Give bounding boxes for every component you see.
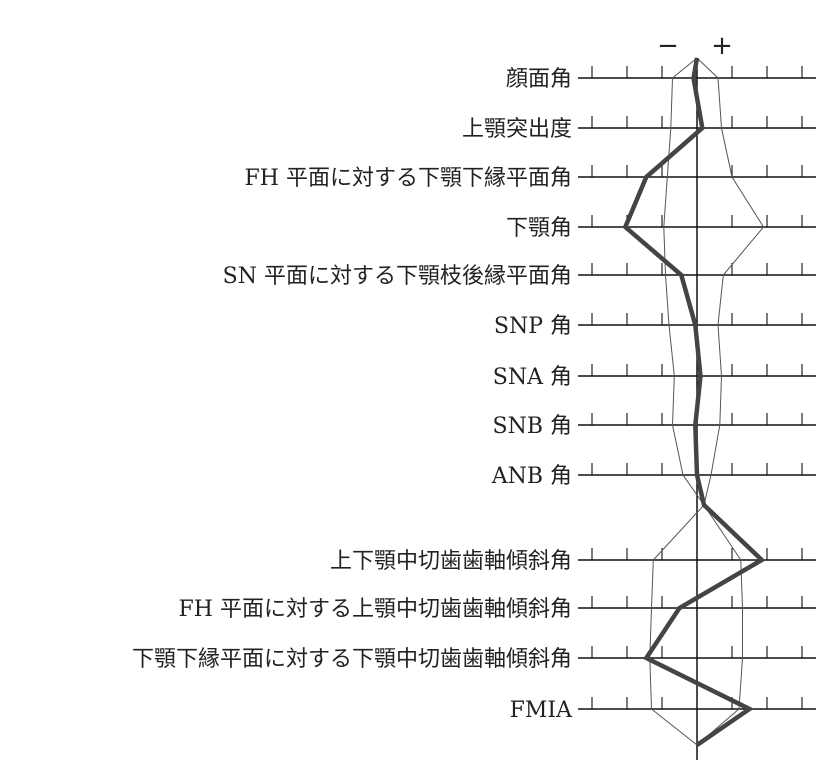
category-label: 上下顎中切歯歯軸傾斜角 <box>330 549 572 574</box>
category-label: SNP 角 <box>494 314 572 339</box>
category-label: SNA 角 <box>493 365 572 390</box>
category-label: 顔面角 <box>506 67 572 92</box>
upper-range-line <box>696 57 765 746</box>
category-label: SNB 角 <box>493 414 572 439</box>
plus-sign-label: + <box>711 31 733 61</box>
category-label: 下顎角 <box>506 216 572 241</box>
category-label: FH 平面に対する下顎下縁平面角 <box>245 166 572 191</box>
category-label: FH 平面に対する上顎中切歯歯軸傾斜角 <box>179 597 572 622</box>
category-label: 上顎突出度 <box>462 117 572 142</box>
category-label: ANB 角 <box>491 464 572 489</box>
patient-profile-line <box>622 57 766 747</box>
lower-range-line <box>649 57 705 746</box>
minus-sign-label: − <box>657 31 679 61</box>
category-label: FMIA <box>510 698 573 723</box>
category-label: SN 平面に対する下顎枝後縁平面角 <box>223 264 572 289</box>
category-label: 下顎下縁平面に対する下顎中切歯歯軸傾斜角 <box>132 647 572 672</box>
